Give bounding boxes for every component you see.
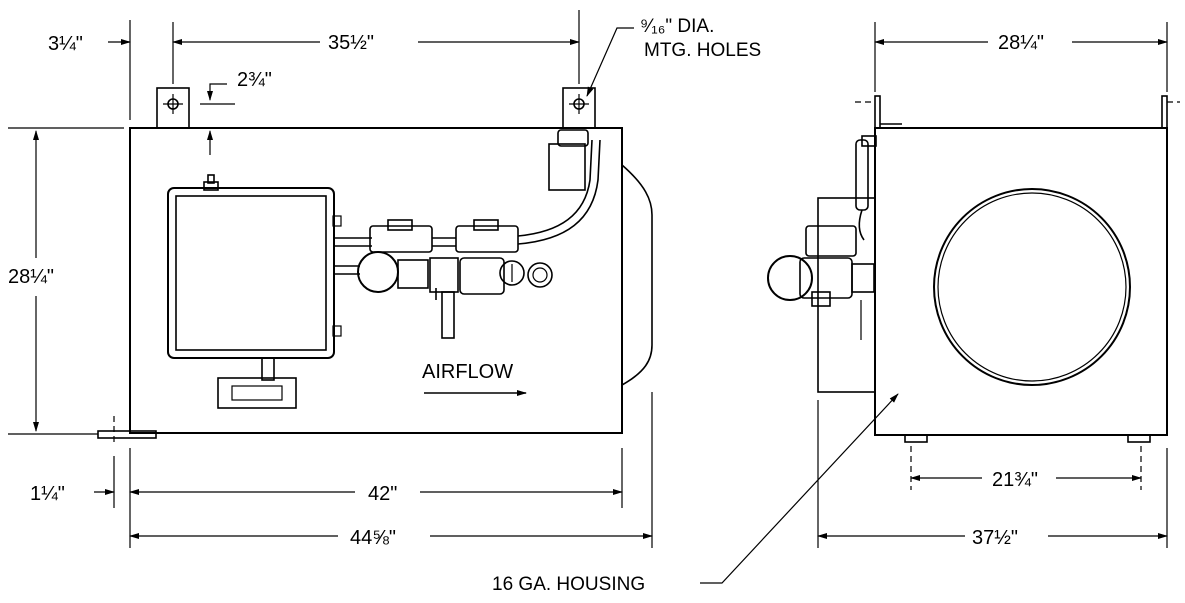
mounting-holes-note-line1: ⁹⁄₁₆" DIA. [640,16,714,37]
side-view [767,95,1180,443]
side-pressure-switch [767,255,813,301]
dim-foot-spacing: 21¾" [992,469,1038,491]
dim-side-width: 28¼" [998,32,1044,54]
dim-tab-height: 2¾" [237,69,272,91]
front-side-flange [621,164,653,386]
fan-opening [933,188,1131,386]
pressure-switch [357,251,399,293]
mounting-tab-left [156,87,190,129]
dim-hole-spacing: 35½" [328,32,374,54]
motor [217,377,297,409]
mounting-tab-right [562,87,596,129]
dim-height: 28¼" [8,266,54,288]
dim-overall-length: 44⅝" [350,527,396,549]
front-view-dimensions: 3¼" 35½" 2¾" 28¼" 1¼" 42" 44⅝" ⁹⁄₁₆" DIA… [8,10,761,549]
dim-bottom-offset: 1¼" [30,483,65,505]
front-housing [129,127,623,434]
housing-label: 16 GA. HOUSING [492,574,645,595]
dim-overall-depth: 37½" [972,527,1018,549]
junction-box [548,143,586,191]
dim-top-offset: 3¼" [48,33,83,55]
mounting-holes-note-line2: MTG. HOLES [644,40,761,61]
gas-valve-1 [369,225,433,253]
front-view [97,87,653,439]
gas-valve-2 [455,225,519,253]
control-box [167,187,335,359]
side-view-dimensions: 28¼" 21¾" 37½" 16 GA. HOUSING [492,22,1168,595]
dim-base-length: 42" [368,483,397,505]
airflow-label: AIRFLOW [422,361,513,383]
side-housing [874,127,1168,436]
